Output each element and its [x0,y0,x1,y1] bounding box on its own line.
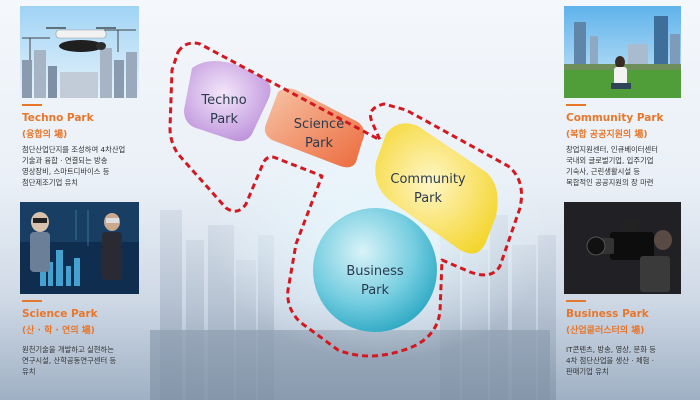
science-panel-description: 원천기술을 개발하고 실현하는 연구시설, 산학공동연구센터 등 유치 [22,344,116,377]
community-park-label-line2: Park [413,191,443,206]
science-photo [20,202,139,294]
community-panel-subtitle: (복합 공공지원의 場) [566,130,648,140]
business-park-label-line1: Business [346,264,404,279]
science-panel-subtitle: (산 · 학 · 연의 場) [22,326,95,336]
science-park-zone [264,88,365,168]
community-park-label: Community Park [380,170,476,208]
science-park-label-line1: Science [293,117,345,132]
business-panel-subtitle: (산업클러스터의 場) [566,326,645,336]
community-desc-line: 국내외 글로벌기업, 입주기업 [566,156,654,165]
business-park-label: Business Park [330,262,420,300]
techno-park-label: Techno Park [190,91,258,129]
techno-panel-title: Techno Park [22,112,94,124]
community-panel-title: Community Park [566,112,664,124]
business-photo [564,202,681,294]
business-panel-description: IT콘텐츠, 방송, 영상, 문화 등 4차 첨단산업을 생산 · 체험 · 판… [566,344,656,377]
science-desc-line: 연구시설, 산학공동연구센터 등 [22,356,117,365]
techno-photo [20,6,139,98]
community-desc-line: 복합적인 공공지원의 장 마련 [566,178,654,187]
science-panel-title: Science Park [22,308,98,320]
techno-panel-subtitle: (융합의 場) [22,130,68,140]
community-panel-description: 창업지원센터, 인큐베이터센터 국내외 글로벌기업, 입주기업 기숙사, 근린생… [566,144,658,188]
science-park-label-line2: Park [304,136,334,151]
science-desc-line: 원천기술을 개발하고 실현하는 [22,345,114,354]
techno-park-label-line2: Park [209,112,239,127]
business-panel-title: Business Park [566,308,649,320]
techno-desc-line: 첨단산업단지를 조성하여 4차산업 [22,145,126,154]
community-park-zone [375,123,498,254]
business-desc-line: 판매기업 유치 [566,367,609,376]
business-desc-line: 4차 첨단산업을 생산 · 체험 · [566,356,655,365]
business-park-zone [313,208,437,332]
techno-park-zone [184,60,271,142]
techno-desc-line: 기술과 융합 · 연결되는 방송 [22,156,108,165]
science-park-label: Science Park [282,115,356,153]
community-desc-line: 창업지원센터, 인큐베이터센터 [566,145,658,154]
business-park-label-line2: Park [360,283,390,298]
community-photo [564,6,681,98]
community-park-label-line1: Community [390,172,466,187]
science-desc-line: 유치 [22,367,36,376]
techno-panel-description: 첨단산업단지를 조성하여 4차산업 기술과 융합 · 연결되는 방송 영상장비,… [22,144,125,188]
techno-park-label-line1: Techno [201,93,247,108]
techno-desc-line: 영상장비, 스마트디바이스 등 [22,167,110,176]
business-desc-line: IT콘텐츠, 방송, 영상, 문화 등 [566,345,656,354]
techno-desc-line: 첨단제조기업 유치 [22,178,79,187]
community-desc-line: 기숙사, 근린생활시설 등 [566,167,641,176]
site-boundary [168,41,523,358]
